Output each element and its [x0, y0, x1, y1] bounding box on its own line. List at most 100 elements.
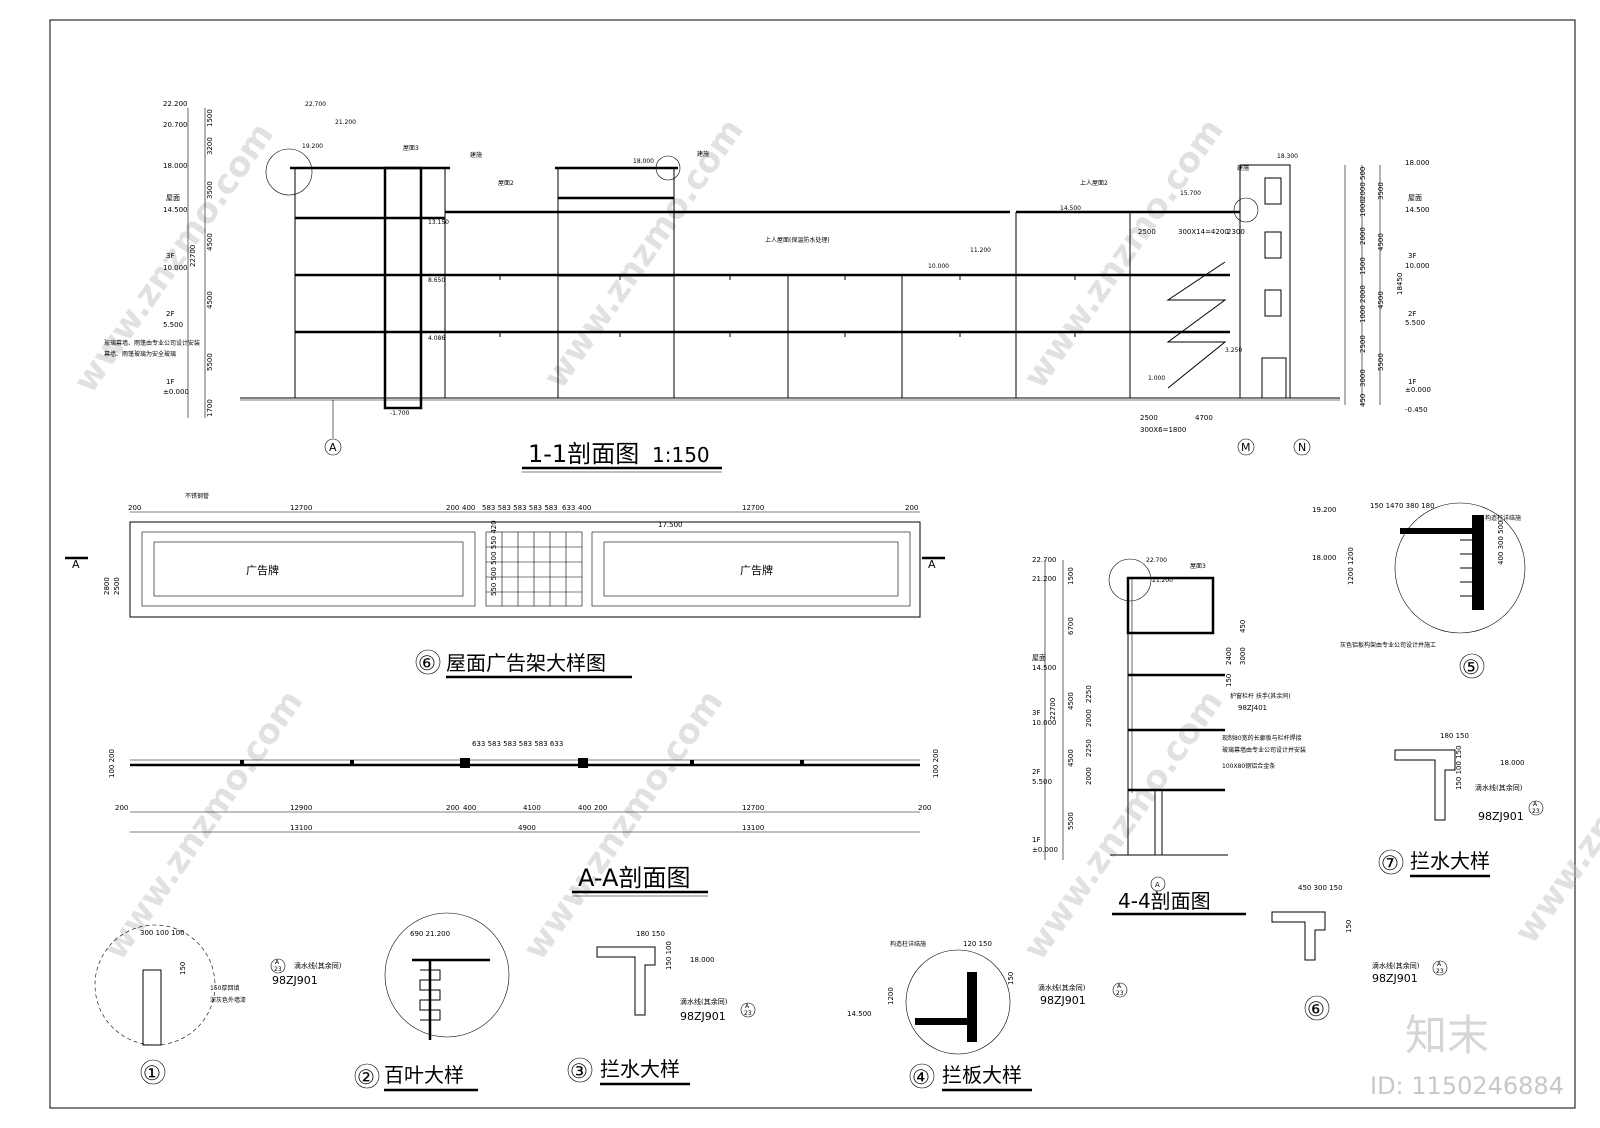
dimension: 400: [462, 504, 475, 512]
roof-label: 屋面3: [403, 145, 419, 152]
dimension: 100 200: [108, 749, 116, 778]
level-label: -0.450: [1405, 406, 1428, 414]
section-a-a: 633 583 583 583 583 633 200 12900 200 40…: [108, 740, 940, 897]
detail-7: 180 150 18.000 滴水线(其余同) 98ZJ901 150 100 …: [1378, 732, 1544, 878]
level-label: 10.000: [1405, 262, 1430, 270]
dimension: 2500: [113, 577, 121, 595]
ref-bubble-bottom: 23: [744, 1010, 752, 1017]
dimension: 200: [594, 804, 607, 812]
dimension: 4500: [206, 291, 214, 309]
roof-label: 上人屋面(保温防水处理): [765, 236, 830, 244]
detail-1: 300 100 100 150厚回填 深灰色外墙漆 150 ①: [94, 924, 246, 1085]
dimension: 22700: [1049, 698, 1057, 720]
detail-number: ⑦: [1381, 851, 1399, 875]
axis-bubble: [324, 438, 342, 456]
level-label: 18.000: [1405, 159, 1430, 167]
axis-label: M: [1241, 441, 1251, 454]
drawing-title: 百叶大样: [384, 1063, 464, 1087]
dimension: 180 150: [1440, 732, 1469, 740]
watermark-text: www.znzmo.com: [95, 683, 311, 968]
dimension: 180 150: [636, 930, 665, 938]
dimension: 3000: [1359, 369, 1367, 387]
floor-name: 2F: [1408, 310, 1416, 318]
dimension: 450: [1239, 620, 1247, 633]
ref-bubble-bottom: 23: [1436, 968, 1444, 975]
stair-dim: 300X6=1800: [1140, 426, 1186, 434]
dimension: 4500: [1067, 749, 1075, 767]
dimension: 200: [918, 804, 931, 812]
level-tag: 18.000: [1312, 554, 1337, 562]
note: 滴水线(其余同): [1372, 961, 1420, 970]
dimension: 12700: [290, 504, 312, 512]
ref-bubble-bottom: 23: [1532, 808, 1540, 815]
window: [1264, 231, 1282, 259]
level-label: 5.500: [163, 321, 183, 329]
level-tag: 14.500: [847, 1010, 872, 1018]
level-label: 14.500: [163, 206, 188, 214]
level-tag: 11.200: [970, 247, 991, 254]
watermark-text: www.znzmo.com: [1016, 111, 1232, 396]
detail-callout-circle: [655, 155, 681, 181]
dimension: 1000: [1359, 305, 1367, 323]
floor-name: 3F: [166, 252, 174, 260]
dimension: 5500: [1377, 353, 1385, 371]
detail-number: ⑥: [1307, 997, 1325, 1021]
section-1-1: 22.200 20.700 18.000 14.500 10.000 5.500…: [104, 100, 1431, 473]
jianshi-tag: 建施: [697, 150, 709, 158]
dimension: 300 100 100: [140, 929, 185, 937]
dimension: 12700: [742, 804, 764, 812]
upper-box: [1126, 576, 1215, 635]
dimension: 450: [1359, 394, 1367, 407]
watermark-layer: www.znzmo.com www.znzmo.com www.znzmo.co…: [66, 111, 1600, 967]
level-tag: 21.200: [335, 119, 356, 126]
dimension: 150 100 150: [1455, 745, 1463, 790]
label: 不锈钢管: [185, 492, 209, 500]
level-tag: 3.250: [1225, 347, 1242, 354]
dimension: 1700: [206, 399, 214, 417]
dimension: 6700: [1067, 617, 1075, 635]
detail-2: 690 21.200 滴水线(其余同) 98ZJ901 A 23 ② 百叶大样: [270, 912, 510, 1092]
floor-name: 屋面: [166, 194, 180, 202]
dimension: 200: [446, 804, 459, 812]
level-label: 22.700: [1032, 556, 1057, 564]
note: 深灰色外墙漆: [210, 996, 246, 1004]
level-label: 5.500: [1405, 319, 1425, 327]
dimension: 4900: [518, 824, 536, 832]
dimension: 400: [463, 804, 476, 812]
dimension: 4500: [1377, 291, 1385, 309]
dimension: 3500: [1377, 182, 1385, 200]
dimension: 200: [905, 504, 918, 512]
dimension: 3500: [206, 181, 214, 199]
detail-6: 450 300 150 150 滴水线(其余同) 98ZJ901 A 23 ⑥: [1271, 884, 1448, 1021]
dimension: 150: [1007, 972, 1015, 985]
dimension: 150 100: [665, 941, 673, 970]
door: [1261, 357, 1287, 399]
detail-number: ④: [912, 1065, 930, 1089]
level-label: 1F: [1032, 836, 1040, 844]
note: 100X80钢铝合金条: [1222, 762, 1275, 770]
floor-name: 2F: [166, 310, 174, 318]
level-tag: 18.000: [1500, 759, 1525, 767]
watermark-text: www.znzmo.com: [536, 111, 752, 396]
axis-label: N: [1298, 441, 1306, 454]
stair-run: [1166, 261, 1227, 389]
drawing-scale: 1:150: [652, 443, 710, 467]
level-tag: 14.500: [1060, 205, 1081, 212]
ref-bubble-top: A: [275, 959, 280, 966]
brand-logo: 知末: [1405, 1011, 1489, 1060]
window: [1264, 289, 1282, 317]
level-label: 14.500: [1032, 664, 1057, 672]
ref: 98ZJ901: [680, 1010, 726, 1023]
note: 玻璃幕墙、雨篷由专业公司设计安装: [104, 339, 200, 347]
dimension: 400: [578, 504, 591, 512]
dimension: 4500: [206, 233, 214, 251]
ref: 98ZJ901: [272, 974, 318, 987]
jianshi-tag: 建施: [1237, 164, 1249, 172]
level-label: 21.200: [1032, 575, 1057, 583]
dimension: 150: [179, 962, 187, 975]
sheet-border: [49, 19, 1576, 1109]
level-tag: 22.700: [305, 101, 326, 108]
level-tag: 18.300: [1277, 153, 1298, 160]
dimension: 150: [1225, 674, 1233, 687]
level-tag: 18.000: [690, 956, 715, 964]
